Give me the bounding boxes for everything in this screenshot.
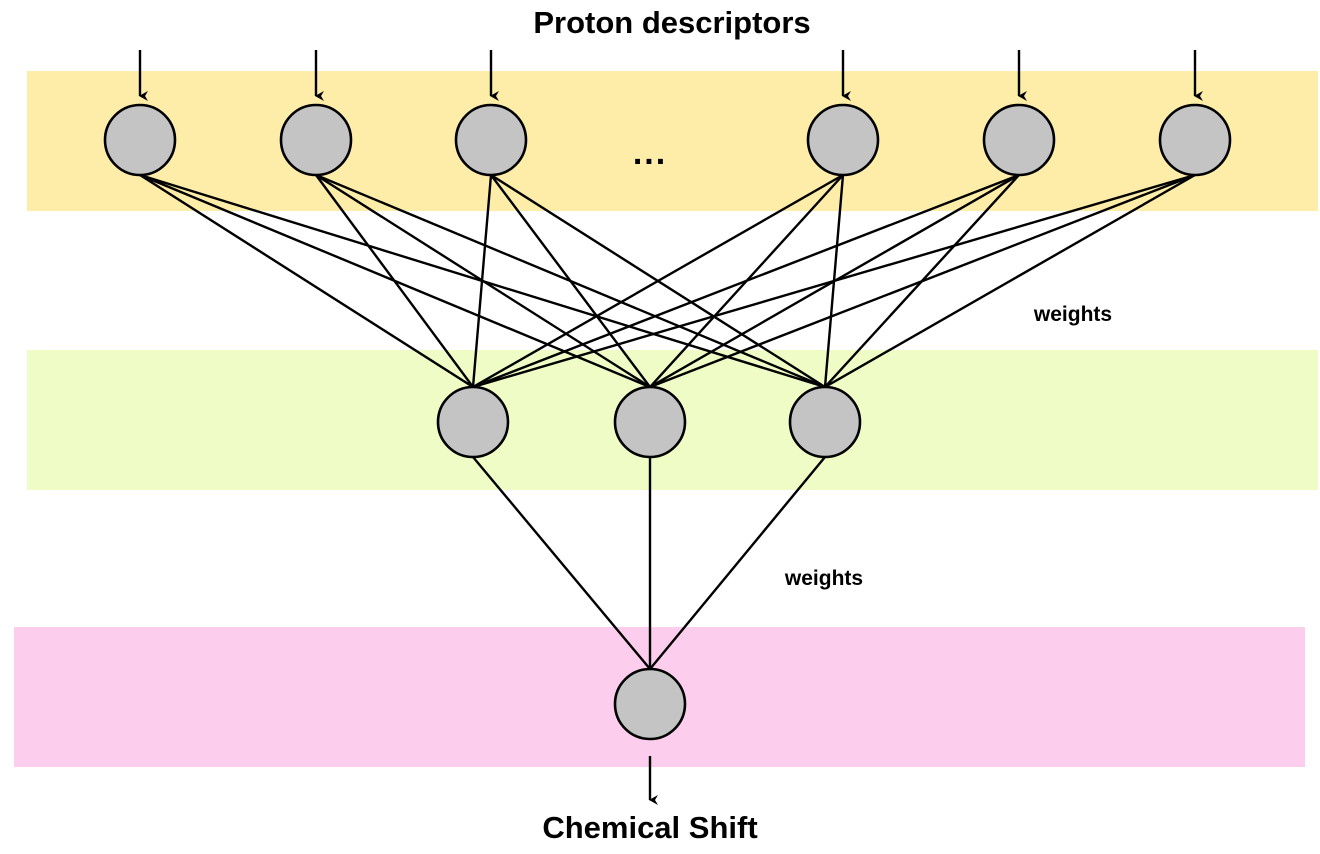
edge-hidden-2-output (649, 456, 826, 670)
edge-input-2-hidden-1 (490, 174, 651, 388)
title-chemical-shift: Chemical Shift (542, 810, 757, 845)
edge-input-4-hidden-0 (472, 173, 1020, 389)
edge-input-1-hidden-0 (315, 174, 474, 388)
weights-label-upper: weights (1033, 303, 1112, 326)
input-node-5 (1158, 103, 1232, 177)
input-layer-band (27, 71, 1318, 211)
edge-input-0-hidden-0 (139, 173, 474, 389)
edge-input-5-hidden-2 (824, 173, 1196, 389)
input-node-0 (103, 103, 177, 177)
input-node-3 (806, 103, 880, 177)
edge-input-2-hidden-0 (471, 174, 493, 388)
edge-hidden-0-output (472, 456, 651, 670)
output-node (613, 667, 687, 741)
input-arrows (138, 50, 1203, 805)
edge-input-5-hidden-1 (649, 173, 1196, 389)
input-node-2 (454, 103, 528, 177)
hidden-node-2 (788, 385, 862, 459)
weight-connections (139, 173, 1196, 670)
ellipsis: ... (633, 134, 667, 172)
edge-input-3-hidden-0 (472, 173, 844, 389)
hidden-node-1 (613, 385, 687, 459)
hidden-node-0 (436, 385, 510, 459)
edge-input-5-hidden-0 (472, 173, 1196, 389)
title-proton-descriptors: Proton descriptors (533, 5, 810, 40)
neurons (103, 103, 1232, 741)
input-node-1 (279, 103, 353, 177)
input-node-4 (982, 103, 1056, 177)
weights-label-lower: weights (784, 567, 863, 590)
